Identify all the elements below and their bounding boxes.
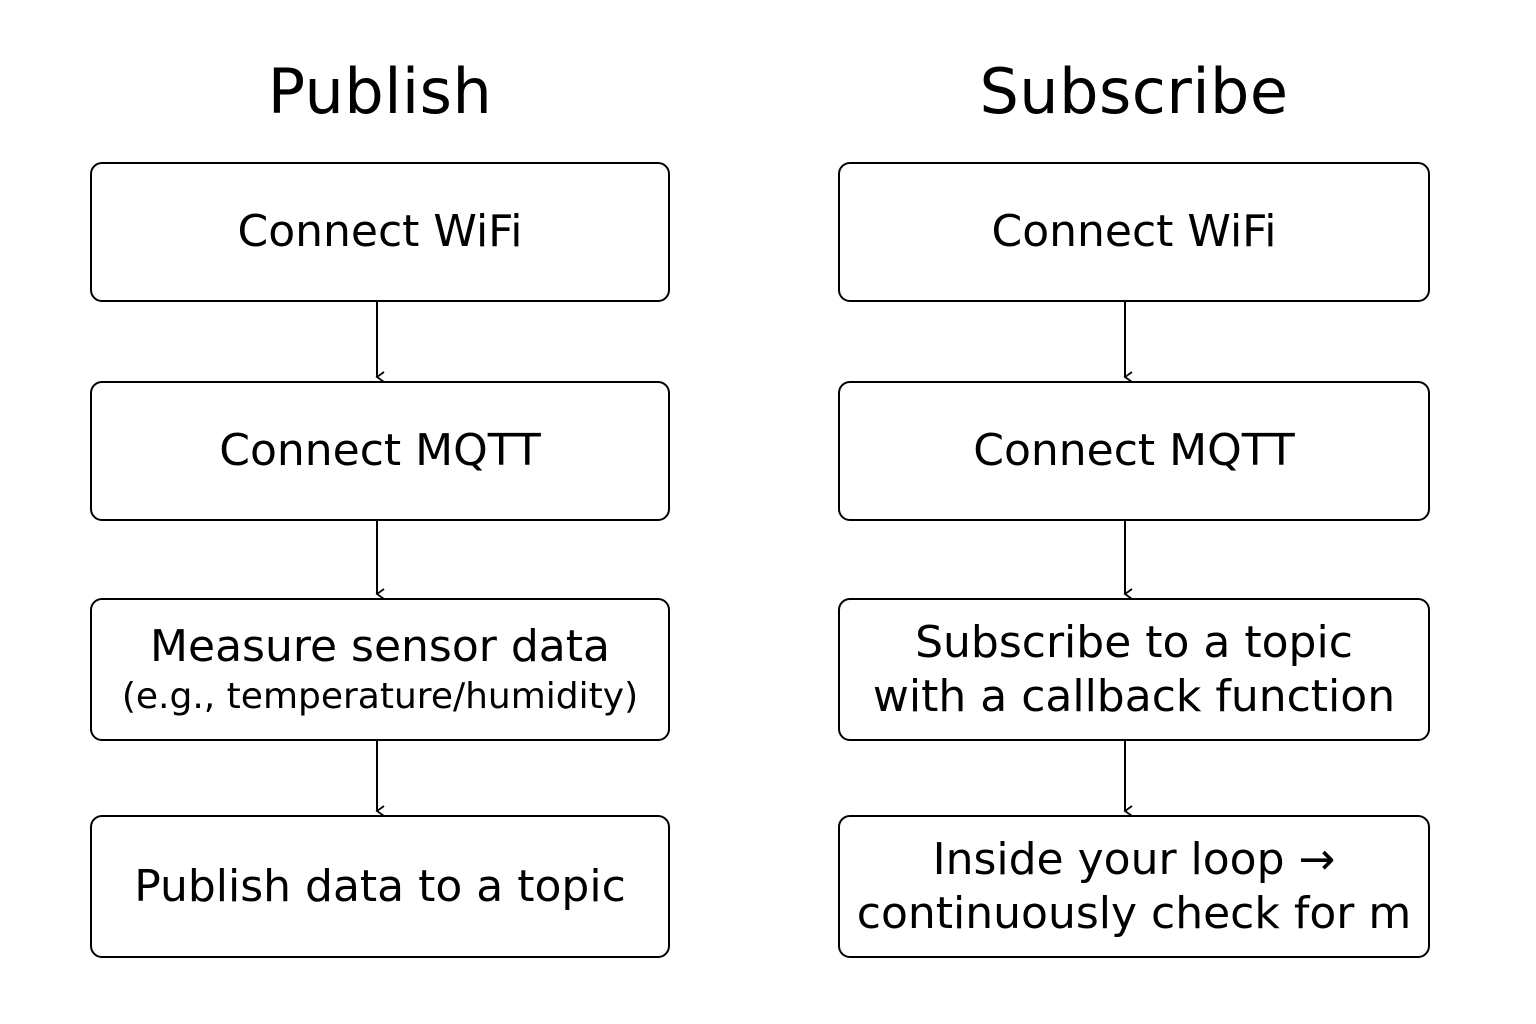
step-label: Connect MQTT: [973, 425, 1295, 476]
publish-title: Publish: [267, 55, 493, 128]
step-label: Inside your loop →: [932, 833, 1336, 885]
step-label: Subscribe to a topic: [915, 616, 1353, 668]
subscribe-step-loop-check: Inside your loop → continuously check fo…: [838, 815, 1430, 958]
subscribe-step-connect-wifi: Connect WiFi: [838, 162, 1430, 302]
step-sublabel: (e.g., temperature/humidity): [121, 675, 639, 717]
step-label: Measure sensor data: [150, 620, 610, 672]
publish-step-measure-sensor: Measure sensor data (e.g., temperature/h…: [90, 598, 670, 741]
step-label: Connect WiFi: [991, 206, 1277, 257]
publish-step-connect-wifi: Connect WiFi: [90, 162, 670, 302]
step-label: Connect MQTT: [219, 425, 541, 476]
subscribe-step-connect-mqtt: Connect MQTT: [838, 381, 1430, 521]
step-label: Connect WiFi: [237, 206, 523, 257]
publish-step-publish-data: Publish data to a topic: [90, 815, 670, 958]
step-label: continuously check for m: [856, 887, 1412, 939]
step-label: with a callback function: [872, 670, 1396, 722]
subscribe-step-subscribe-topic: Subscribe to a topic with a callback fun…: [838, 598, 1430, 741]
step-label: Publish data to a topic: [134, 860, 626, 912]
publish-step-connect-mqtt: Connect MQTT: [90, 381, 670, 521]
subscribe-title: Subscribe: [979, 55, 1289, 128]
